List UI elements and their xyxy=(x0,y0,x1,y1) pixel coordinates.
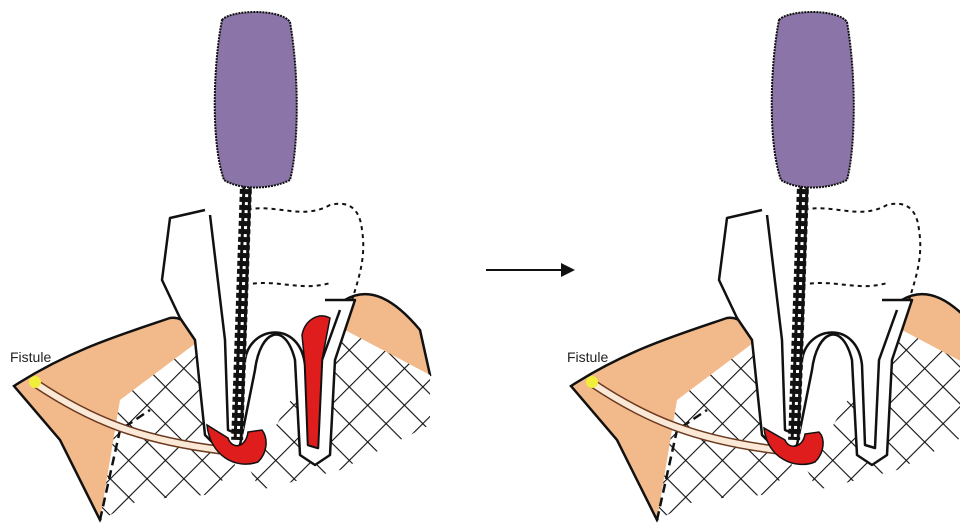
tooth-diagram-after xyxy=(571,12,960,520)
arrow-right-icon xyxy=(486,263,575,277)
panel-after: Fistule xyxy=(567,12,960,520)
panel-before: Fistule xyxy=(10,12,430,520)
fistula-point-after xyxy=(586,376,598,388)
fistula-point-before xyxy=(29,376,41,388)
fistule-label-before: Fistule xyxy=(10,349,51,365)
fistule-label-after: Fistule xyxy=(567,349,608,365)
